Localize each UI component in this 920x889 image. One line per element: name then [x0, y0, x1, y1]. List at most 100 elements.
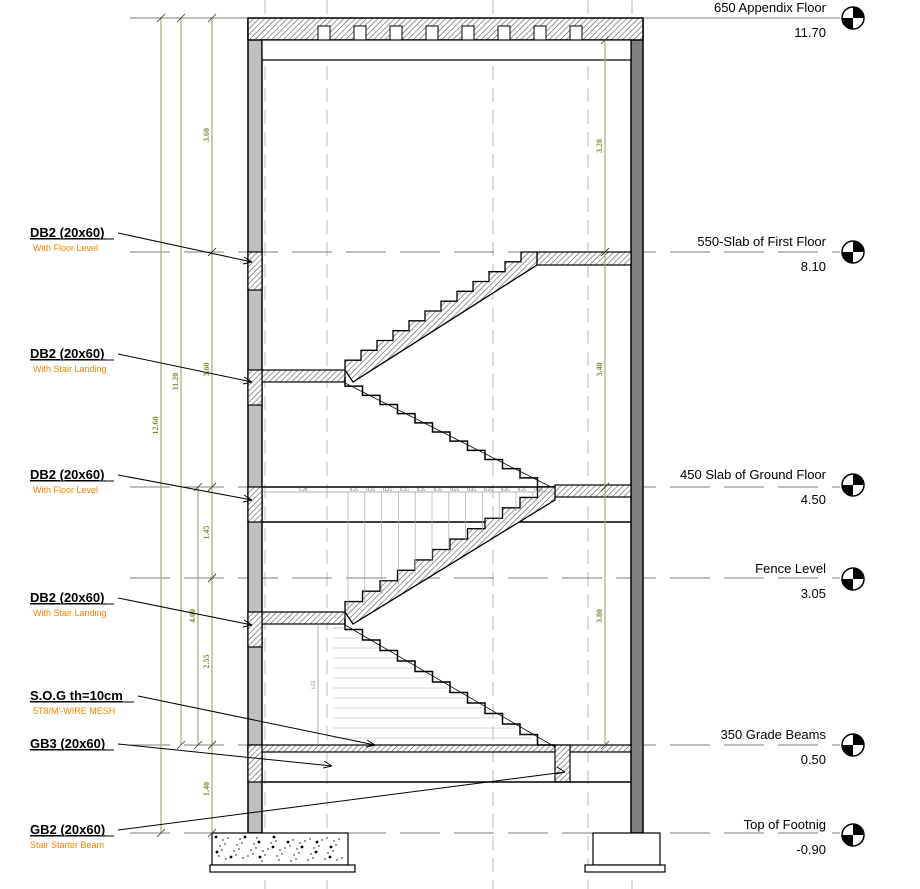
concrete-speck [336, 859, 338, 861]
level-name: Fence Level [755, 561, 826, 576]
dim-tick [600, 482, 610, 492]
concrete-speck [326, 837, 328, 839]
dim-tick [176, 740, 186, 750]
concrete-speck [314, 850, 318, 854]
leader-line [117, 474, 253, 501]
dim-tread: 0.25 [383, 488, 392, 493]
level-symbol-quadrants [842, 241, 864, 263]
concrete-speck [281, 853, 283, 855]
level-symbol-quadrants [842, 734, 864, 756]
concrete-speck [313, 847, 315, 849]
concrete-speck [218, 855, 220, 857]
level-value: 0.50 [801, 752, 826, 767]
upper-flight-beyond-soffit [344, 382, 556, 490]
concrete-speck [328, 855, 332, 859]
lower-flight-up [344, 486, 556, 625]
beam-label-title: GB3 (20x60) [30, 736, 105, 751]
roof-slab [247, 17, 644, 41]
concrete-speck [242, 857, 244, 859]
concrete-speck [224, 843, 226, 845]
dim-tick [156, 828, 166, 838]
dim-overall: 12.60 [151, 417, 160, 435]
concrete-speck [293, 854, 295, 856]
concrete-speck [271, 845, 275, 849]
level-name: 350 Grade Beams [720, 727, 826, 742]
concrete-speck [307, 859, 309, 861]
level-value: 8.10 [801, 259, 826, 274]
concrete-speck [333, 840, 335, 842]
concrete-speck [236, 844, 238, 846]
roof-void [569, 25, 583, 41]
roof-beam [261, 39, 632, 61]
roof-void [353, 25, 367, 41]
dim-chain: 2.55 [202, 655, 211, 669]
left-footing [211, 832, 349, 866]
concrete-speck [253, 843, 255, 845]
leader-line [117, 743, 333, 767]
concrete-speck [338, 838, 340, 840]
beam-label-title: DB2 (20x60) [30, 346, 104, 361]
grade-beam [247, 744, 263, 783]
roof-void [497, 25, 511, 41]
concrete-speck [276, 855, 278, 857]
upper-flight-beyond [344, 377, 555, 488]
right-wall [630, 19, 644, 834]
concrete-speck [225, 858, 227, 860]
concrete-speck [247, 855, 249, 857]
concrete-speck [267, 848, 269, 850]
level-symbol-quadrants [842, 568, 864, 590]
ground-floor-slab [554, 484, 632, 498]
beam-label-title: S.O.G th=10cm [30, 688, 123, 703]
concrete-speck [239, 838, 241, 840]
concrete-speck [321, 839, 323, 841]
beam-label-title: GB2 (20x60) [30, 822, 105, 837]
level-value: 4.50 [801, 492, 826, 507]
floor-beam [247, 486, 263, 523]
concrete-speck [299, 842, 301, 844]
lower-landing [261, 611, 346, 625]
beam-label-title: DB2 (20x60) [30, 225, 104, 240]
concrete-speck [221, 849, 223, 851]
concrete-speck [335, 844, 337, 846]
concrete-speck [272, 835, 276, 839]
slab-on-grade [247, 744, 632, 753]
dim-to-grade: 11.20 [171, 373, 180, 391]
concrete-speck [310, 853, 312, 855]
dim-tick [207, 247, 217, 257]
concrete-speck [258, 855, 262, 859]
concrete-speck [341, 857, 343, 859]
dim-landing-width: 1.29 [299, 488, 308, 493]
concrete-speck [238, 848, 240, 850]
leader-arrow [322, 760, 333, 769]
dim-tick [600, 35, 610, 45]
dim-right: 3.40 [595, 363, 604, 377]
level-value: 3.05 [801, 586, 826, 601]
dim-tick [600, 247, 610, 257]
dim-tread: 0.25 [484, 488, 493, 493]
dim-tick [156, 13, 166, 23]
upper-flight-up [344, 251, 538, 383]
dim-tick [207, 740, 217, 750]
concrete-speck [214, 835, 218, 839]
concrete-speck [215, 850, 219, 854]
structure [209, 17, 666, 873]
concrete-speck [290, 860, 292, 862]
concrete-speck [286, 840, 290, 844]
level-symbol-quadrants [842, 824, 864, 846]
concrete-speck [327, 852, 329, 854]
beam-label-sub: With Stair Landing [33, 608, 107, 618]
concrete-speck [292, 839, 294, 841]
concrete-speck [219, 845, 221, 847]
beam-label-sub: 5T8/M'-WIRE MESH [33, 706, 115, 716]
leader-line [117, 353, 253, 383]
dim-chain: 3.60 [202, 128, 211, 142]
dim-tread: 0.25 [467, 488, 476, 493]
first-floor-slab [536, 251, 632, 266]
concrete-speck [324, 858, 326, 860]
dim-stair-rise: 1.55 [312, 680, 317, 689]
dim-tread: 0.25 [518, 488, 527, 493]
level-name: 550-Slab of First Floor [697, 234, 826, 249]
level-symbol-quadrants [842, 7, 864, 29]
